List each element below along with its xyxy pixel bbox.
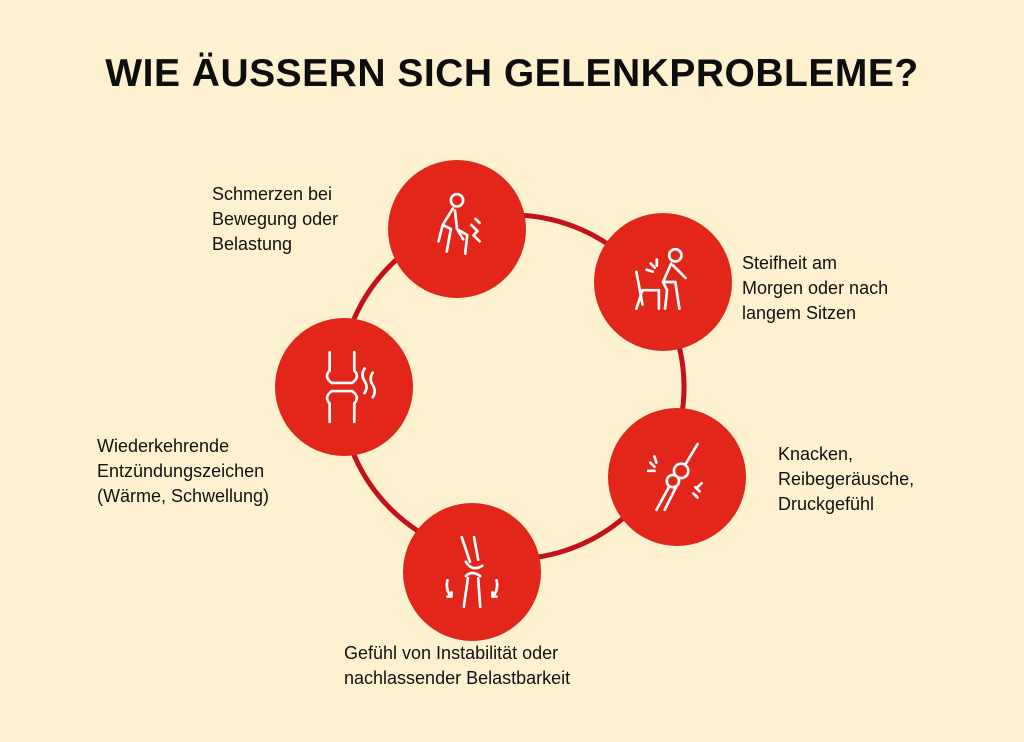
node-cracking [608, 408, 746, 546]
knee-pain-person-icon [437, 192, 481, 255]
node-pain-movement [388, 160, 526, 298]
cracking-joint-icon [646, 442, 703, 512]
label-instability: Gefühl von Instabilität oder nachlassend… [344, 643, 571, 688]
page-title: WIE ÄUSSERN SICH GELENKPROBLEME? [105, 52, 919, 95]
node-instability [403, 503, 541, 641]
label-stiffness: Steifheit am Morgen oder nach langem Sit… [742, 253, 889, 323]
inflamed-joint-icon [325, 350, 377, 424]
label-inflammation: Wiederkehrende Entzündungszeichen (Wärme… [97, 436, 270, 506]
label-cracking: Knacken, Reibegeräusche, Druckgefühl [778, 444, 915, 514]
stiff-person-chair-icon [635, 247, 687, 310]
node-inflammation [275, 318, 413, 456]
unstable-knee-icon [445, 535, 499, 609]
node-stiffness [594, 213, 732, 351]
label-pain-movement: Schmerzen bei Bewegung oder Belastung [212, 184, 339, 254]
